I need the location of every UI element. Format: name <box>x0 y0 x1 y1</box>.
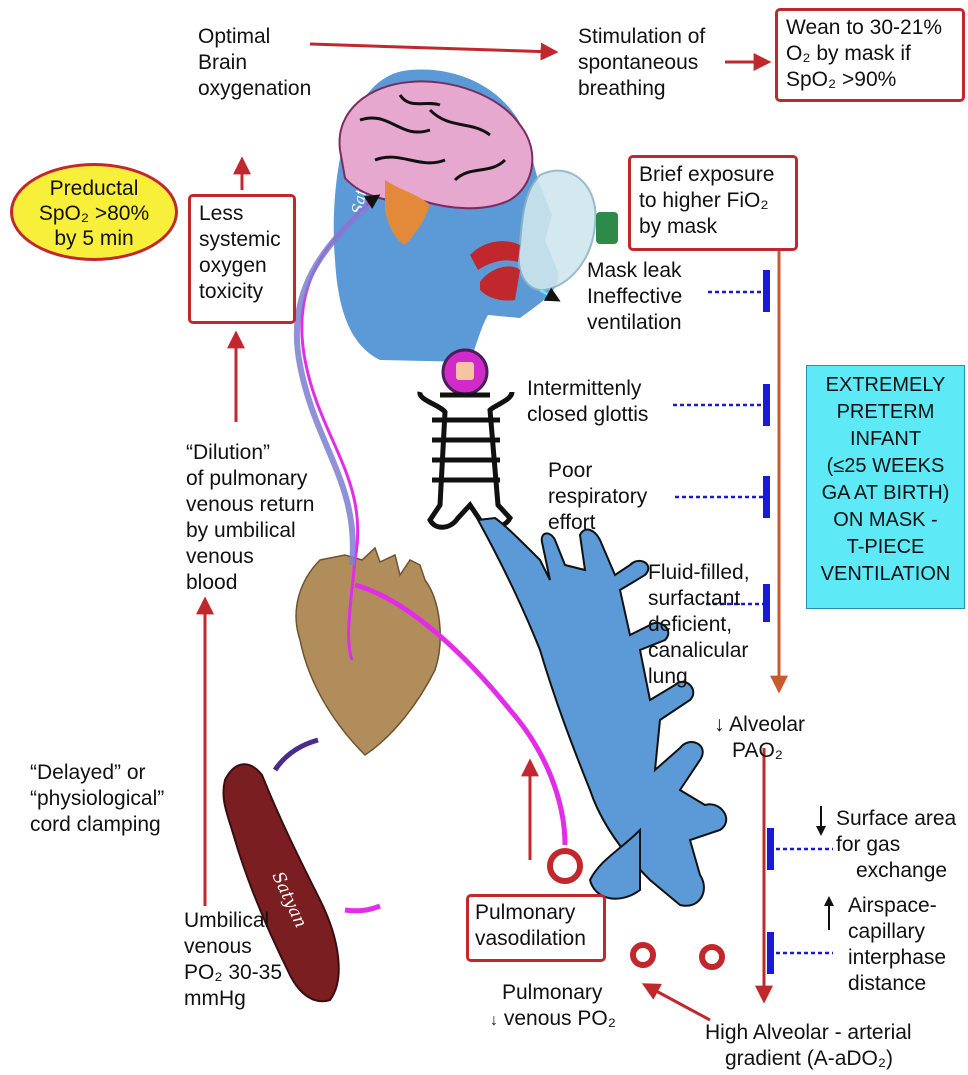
umbilical-label: Umbilical venous PO₂ 30-35 mmHg <box>184 908 282 1012</box>
dilution-label: “Dilution” of pulmonary venous return by… <box>186 440 314 596</box>
brief-exposure-box: Brief exposure to higher FiO₂ by mask <box>628 155 798 251</box>
airspace-label: Airspace- capillary interphase distance <box>848 893 946 997</box>
wean-box: Wean to 30-21% O₂ by mask if SpO₂ >90% <box>775 8 965 102</box>
stimulation-label: Stimulation of spontaneous breathing <box>578 24 705 102</box>
small-arrows <box>821 806 829 930</box>
fluid-filled-label: Fluid-filled, surfactant deficient, cana… <box>648 560 750 690</box>
alveolar-pao2-label: ↓ Alveolar PAO₂ <box>714 712 805 764</box>
surface-area-label: Surface area for gas exchange <box>836 806 956 884</box>
high-gradient-label: High Alveolar - arterial gradient (A-aDO… <box>705 1020 912 1072</box>
preterm-infant-box: EXTREMELY PRETERM INFANT (≤25 WEEKS GA A… <box>806 365 965 609</box>
poor-effort-label: Poor respiratory effort <box>548 458 647 536</box>
airway-icon <box>420 350 512 527</box>
less-toxicity-box: Less systemic oxygen toxicity <box>188 194 296 324</box>
pulmonary-vasodilation-box: Pulmonary vasodilation <box>466 894 606 962</box>
preductal-oval: Preductal SpO₂ >80% by 5 min <box>10 163 178 261</box>
delayed-clamping-label: “Delayed” or “physiological” cord clampi… <box>30 760 164 838</box>
mask-leak-label: Mask leak Ineffective ventilation <box>587 258 682 336</box>
heart-icon <box>296 548 440 755</box>
pulmonary-venous-label: Pulmonary ↓ venous PO₂ <box>490 980 616 1034</box>
pulmonary-venous-down-arrow: ↓ venous PO₂ <box>490 1006 616 1034</box>
optimal-brain-label: Optimal Brain oxygenation <box>198 24 311 102</box>
glottis-label: Intermittenly closed glottis <box>527 376 648 428</box>
